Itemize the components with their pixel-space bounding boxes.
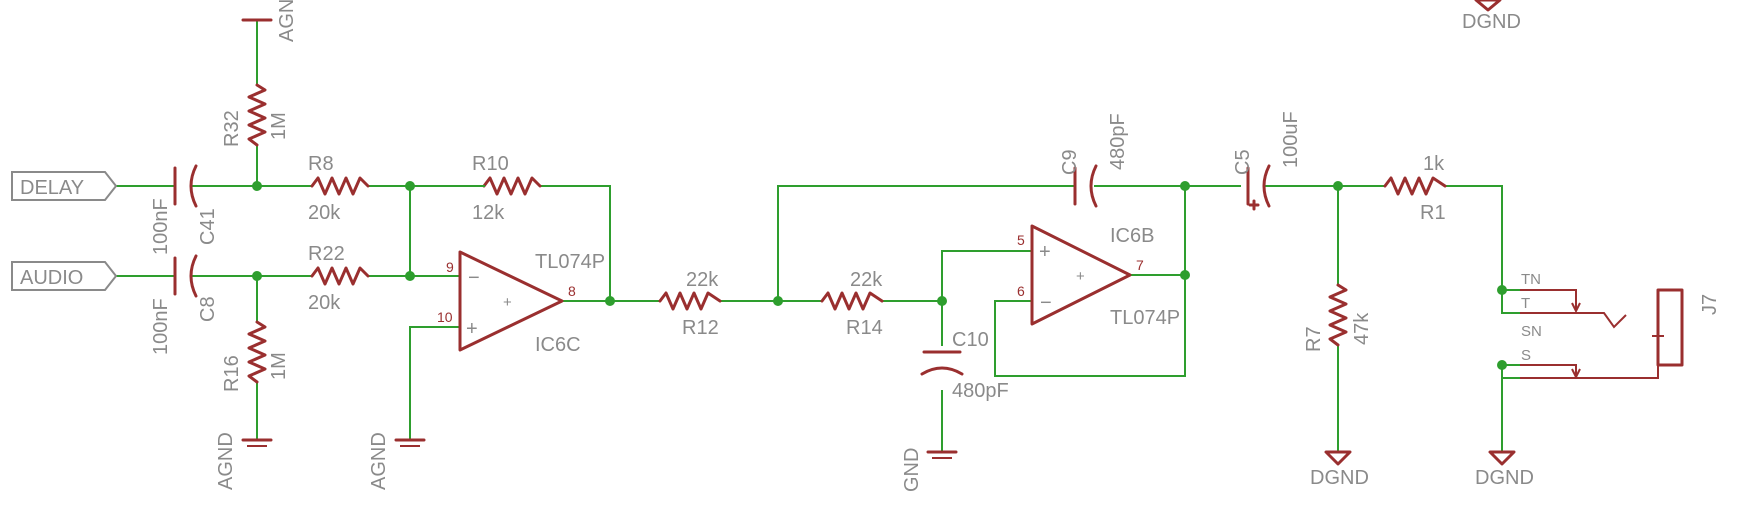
ic6b-pin-inv: 6: [1017, 283, 1025, 299]
wires: [115, 19, 1521, 451]
r8-ref: R8: [308, 153, 334, 175]
ic6b-ref: IC6B: [1110, 225, 1154, 247]
j7-pin-t: T: [1521, 295, 1530, 312]
c41-ref: C41: [197, 208, 219, 245]
resistor-r16: R16 1M: [221, 320, 290, 392]
r7-ref: R7: [1303, 326, 1325, 352]
capacitor-c41: 100nF C41: [150, 164, 219, 255]
r14-value: 22k: [850, 269, 883, 291]
r32-ref: R32: [221, 110, 243, 147]
dgnd-symbol-j7: DGND: [1475, 450, 1534, 489]
agnd-symbol-ic6c: AGND: [368, 432, 426, 490]
ic6b-minus-sign: −: [1040, 292, 1052, 314]
resistor-r10: R10 12k: [459, 153, 542, 224]
ic6c-pin-out: 8: [568, 283, 576, 299]
gnd-symbol-c10: GND: [901, 448, 958, 492]
ic6b-plus-sign: +: [1039, 241, 1051, 263]
r1-ref: R1: [1420, 202, 1446, 224]
agnd-label-ic6c: AGND: [368, 432, 390, 490]
c8-value: 100nF: [150, 298, 172, 355]
dgnd-symbol-top: DGND: [1462, 0, 1521, 33]
ic6c-ref: IC6C: [535, 334, 581, 356]
c5-value: 100uF: [1280, 111, 1302, 168]
r22-value: 20k: [308, 292, 341, 314]
j7-pin-sn: SN: [1521, 323, 1542, 340]
r10-ref: R10: [472, 153, 509, 175]
j7-ref: J7: [1699, 294, 1721, 315]
resistor-r1: 1k R1: [1383, 153, 1447, 224]
ic6c-minus-sign: −: [468, 267, 480, 289]
resistor-r14: 22k R14: [820, 269, 884, 339]
port-delay-label: DELAY: [20, 177, 84, 199]
jack-j7: TN T SN S J7: [1520, 271, 1721, 380]
r14-ref: R14: [846, 317, 883, 339]
r16-ref: R16: [221, 355, 243, 392]
capacitor-c9: C9 480pF: [1059, 113, 1129, 208]
c10-value: 480pF: [952, 380, 1009, 402]
resistor-r8: R8 20k: [308, 153, 370, 224]
j7-pin-tn: TN: [1521, 271, 1541, 288]
r8-value: 20k: [308, 202, 341, 224]
ic6b-pin-noninv: 5: [1017, 232, 1025, 248]
port-delay: DELAY: [11, 171, 118, 201]
capacitor-c10: C10 480pF: [920, 329, 1009, 402]
ic6c-plus-sign: +: [466, 318, 478, 340]
c41-value: 100nF: [150, 198, 172, 255]
ic6b-center-plus: +: [1076, 268, 1085, 285]
resistor-r32: R32 1M: [221, 83, 290, 147]
resistor-r7: R7 47k: [1303, 283, 1373, 352]
ic6c-part: TL074P: [535, 251, 605, 273]
agnd-label-r16: AGND: [215, 432, 237, 490]
c9-value: 480pF: [1107, 113, 1129, 170]
junction-dots: [252, 181, 1507, 370]
r7-value: 47k: [1351, 312, 1373, 345]
opamp-ic6c: 9 10 8 − + + TL074P IC6C: [437, 250, 605, 356]
port-audio-label: AUDIO: [20, 267, 83, 289]
r10-value: 12k: [472, 202, 505, 224]
capacitor-c8: 100nF C8: [150, 254, 219, 355]
dgnd-label-j7: DGND: [1475, 467, 1534, 489]
j7-pin-s: S: [1521, 347, 1531, 364]
r16-value: 1M: [268, 352, 290, 380]
gnd-label-c10: GND: [901, 448, 923, 492]
c8-ref: C8: [197, 296, 219, 322]
ic6c-pin-noninv: 10: [437, 309, 453, 325]
r22-ref: R22: [308, 243, 345, 265]
agnd-symbol-top: AGND: [241, 0, 298, 42]
dgnd-label-r7: DGND: [1310, 467, 1369, 489]
ic6c-center-plus: +: [503, 294, 512, 311]
r1-value: 1k: [1423, 153, 1445, 175]
r32-value: 1M: [268, 112, 290, 140]
ic6b-part: TL074P: [1110, 307, 1180, 329]
c9-ref: C9: [1059, 149, 1081, 175]
c10-ref: C10: [952, 329, 989, 351]
resistor-r22: R22 20k: [308, 243, 370, 314]
capacitor-c5: C5 100uF: [1232, 111, 1302, 211]
agnd-symbol-r16: AGND: [215, 432, 273, 490]
ic6b-pin-out: 7: [1136, 257, 1144, 273]
opamp-ic6b: 5 6 7 + − + IC6B TL074P: [1017, 224, 1180, 329]
r12-value: 22k: [686, 269, 719, 291]
port-audio: AUDIO: [11, 261, 118, 291]
ic6c-pin-inv: 9: [446, 259, 454, 275]
agnd-label-top: AGND: [276, 0, 298, 42]
dgnd-label-top: DGND: [1462, 11, 1521, 33]
resistor-r12: 22k R12: [658, 269, 722, 339]
c5-ref: C5: [1232, 149, 1254, 175]
dgnd-symbol-r7: DGND: [1310, 450, 1369, 489]
r12-ref: R12: [682, 317, 719, 339]
